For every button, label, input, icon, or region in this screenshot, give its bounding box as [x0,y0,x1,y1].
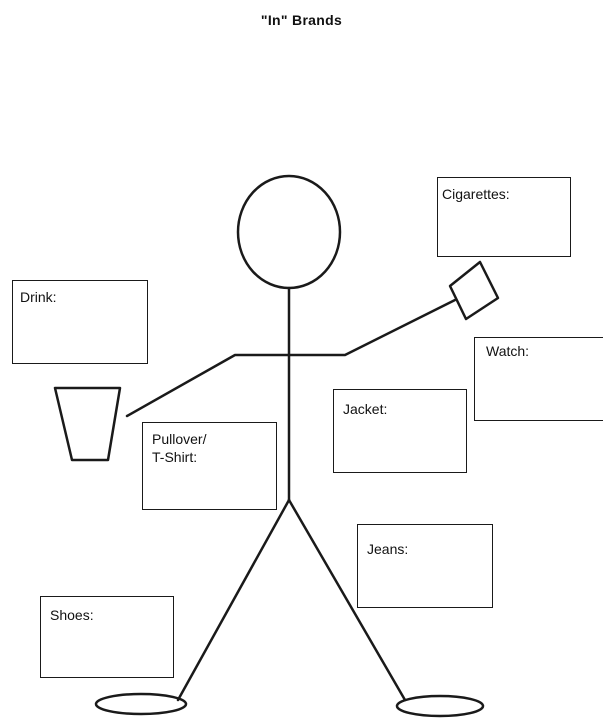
drink-cup-icon [53,386,122,462]
figure-left-shoe [94,692,188,716]
cigarettes-box [437,177,571,257]
drink-box [12,280,148,364]
jeans-label: Jeans: [367,541,409,557]
drink-label: Drink: [20,289,57,305]
shoes-box [40,596,174,678]
figure-left-leg [176,498,291,702]
figure-right-leg [287,498,407,702]
jeans-box [357,524,493,608]
cigarette-pack-icon [448,260,500,321]
watch-box [474,337,603,421]
cigarettes-label: Cigarettes: [442,186,510,202]
figure-head [236,174,342,290]
watch-label: Watch: [486,343,530,359]
jacket-box [333,389,467,473]
figure-arms [125,298,457,418]
figure-right-shoe [395,694,485,718]
pullover-label: Pullover/ T-Shirt: [152,431,207,465]
shoes-label: Shoes: [50,607,94,623]
page-title: "In" Brands [260,12,343,28]
jacket-label: Jacket: [343,401,388,417]
pullover-box [142,422,277,510]
